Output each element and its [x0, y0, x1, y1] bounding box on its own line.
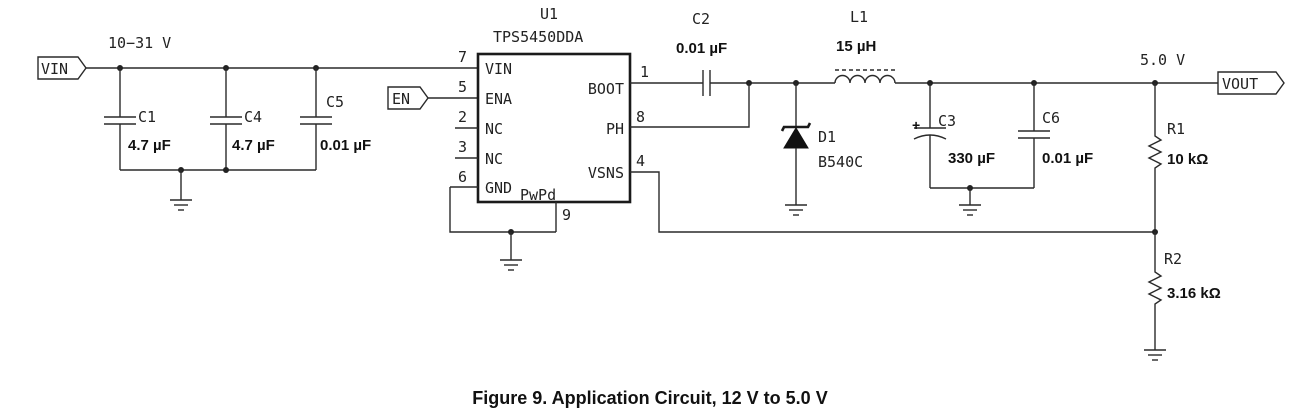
pin-2-number: 2 [458, 108, 467, 126]
resistor-r2: R2 3.16 kΩ [1144, 232, 1221, 361]
ic-u1: U1 TPS5450DDA 7 5 2 3 6 VIN ENA NC NC GN… [450, 5, 649, 232]
pin-vsns-name: VSNS [588, 164, 624, 182]
capacitor-c5: C5 0.01 µF [300, 68, 371, 170]
vsns-feedback-wire [630, 171, 1155, 233]
c4-value: 4.7 µF [232, 137, 275, 154]
pin-pwpd-name: PwPd [520, 186, 556, 204]
pin-8-number: 8 [636, 108, 645, 126]
c2-ref: C2 [692, 10, 710, 28]
c5-value: 0.01 µF [320, 137, 371, 154]
junction-dot [223, 167, 229, 173]
u1-ref: U1 [540, 5, 558, 23]
pin-gnd-name: GND [485, 179, 512, 197]
ph-wire [630, 83, 750, 128]
pin-1-number: 1 [640, 63, 649, 81]
output-voltage-label: 5.0 V [1140, 51, 1185, 69]
l1-value: 15 µH [836, 38, 876, 55]
d1-ref: D1 [818, 128, 836, 146]
vout-port-label: VOUT [1222, 75, 1258, 93]
pin-3-number: 3 [458, 138, 467, 156]
pin-7-number: 7 [458, 48, 467, 66]
c3-value: 330 µF [948, 150, 995, 167]
vin-port-label: VIN [41, 60, 68, 78]
vin-port: VIN [37, 56, 87, 80]
pin-6-number: 6 [458, 168, 467, 186]
capacitor-c6: C6 0.01 µF [1018, 83, 1093, 188]
pin-9-number: 9 [562, 206, 571, 224]
c1-value: 4.7 µF [128, 137, 171, 154]
r1-ref: R1 [1167, 120, 1185, 138]
pin-boot-name: BOOT [588, 80, 624, 98]
diode-d1: D1 B540C [780, 83, 863, 216]
figure-caption: Figure 9. Application Circuit, 12 V to 5… [472, 388, 827, 408]
l1-ref: L1 [850, 8, 868, 26]
c5-ref: C5 [326, 93, 344, 111]
capacitor-c1: C1 4.7 µF [104, 68, 171, 170]
capacitor-c4: C4 4.7 µF [210, 68, 275, 170]
r2-ref: R2 [1164, 250, 1182, 268]
c6-ref: C6 [1042, 109, 1060, 127]
ground-symbol [170, 170, 192, 211]
pin-ph-name: PH [606, 120, 624, 138]
en-port: EN [387, 86, 429, 110]
pin-nc-name: NC [485, 150, 503, 168]
r1-value: 10 kΩ [1167, 151, 1208, 168]
input-voltage-label: 10−31 V [108, 34, 171, 52]
inductor-l1: L1 15 µH [834, 8, 896, 84]
c1-ref: C1 [138, 108, 156, 126]
pin-vin-name: VIN [485, 60, 512, 78]
pin-5-number: 5 [458, 78, 467, 96]
u1-part: TPS5450DDA [493, 28, 583, 46]
capacitor-c3: + C3 330 µF [912, 83, 995, 188]
en-port-label: EN [392, 90, 410, 108]
output-ground [930, 185, 1034, 216]
vout-port: VOUT [1217, 71, 1285, 95]
pin-nc-name: NC [485, 120, 503, 138]
pin-4-number: 4 [636, 152, 645, 170]
ic-ground-loop [449, 187, 556, 271]
capacitor-c2: C2 0.01 µF [676, 10, 727, 96]
c3-ref: C3 [938, 112, 956, 130]
c4-ref: C4 [244, 108, 262, 126]
d1-value: B540C [818, 153, 863, 171]
pin-ena-name: ENA [485, 90, 512, 108]
r2-value: 3.16 kΩ [1167, 285, 1221, 302]
c2-value: 0.01 µF [676, 40, 727, 57]
c6-value: 0.01 µF [1042, 150, 1093, 167]
c3-plus-sign: + [912, 117, 920, 133]
resistor-r1: R1 10 kΩ [1147, 83, 1208, 232]
